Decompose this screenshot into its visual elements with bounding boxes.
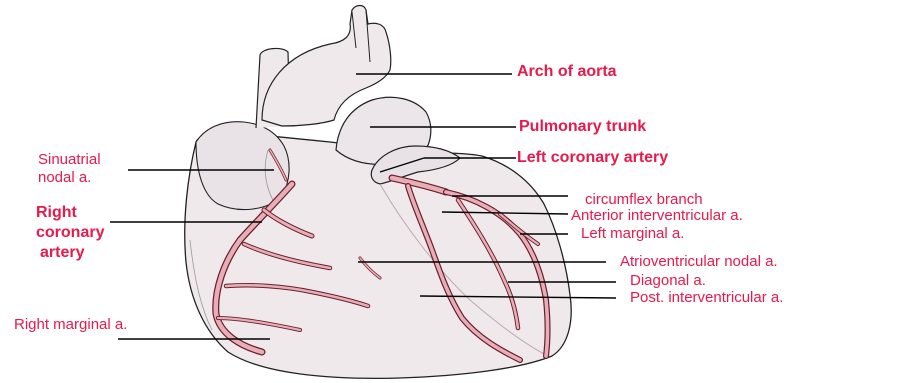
label-post-interventricular: Post. interventricular a. bbox=[630, 290, 783, 305]
label-sinuatrial-line2: nodal a. bbox=[38, 170, 91, 185]
label-left-coronary-artery: Left coronary artery bbox=[517, 150, 668, 166]
label-circumflex-branch: circumflex branch bbox=[585, 192, 703, 207]
label-atrioventricular-nodal: Atrioventricular nodal a. bbox=[620, 254, 778, 269]
label-right-marginal: Right marginal a. bbox=[14, 317, 127, 332]
label-arch-of-aorta: Arch of aorta bbox=[517, 64, 617, 80]
label-right-coronary-line2: coronary bbox=[36, 225, 104, 241]
label-anterior-interventricular: Anterior interventricular a. bbox=[571, 208, 743, 223]
label-diagonal: Diagonal a. bbox=[630, 273, 706, 288]
label-right-coronary-line3: artery bbox=[40, 245, 84, 261]
label-pulmonary-trunk: Pulmonary trunk bbox=[519, 119, 646, 135]
label-right-coronary-line1: Right bbox=[36, 205, 77, 221]
label-sinuatrial-line1: Sinuatrial bbox=[38, 152, 101, 167]
right-atrium bbox=[196, 122, 289, 210]
label-left-marginal: Left marginal a. bbox=[581, 226, 684, 241]
